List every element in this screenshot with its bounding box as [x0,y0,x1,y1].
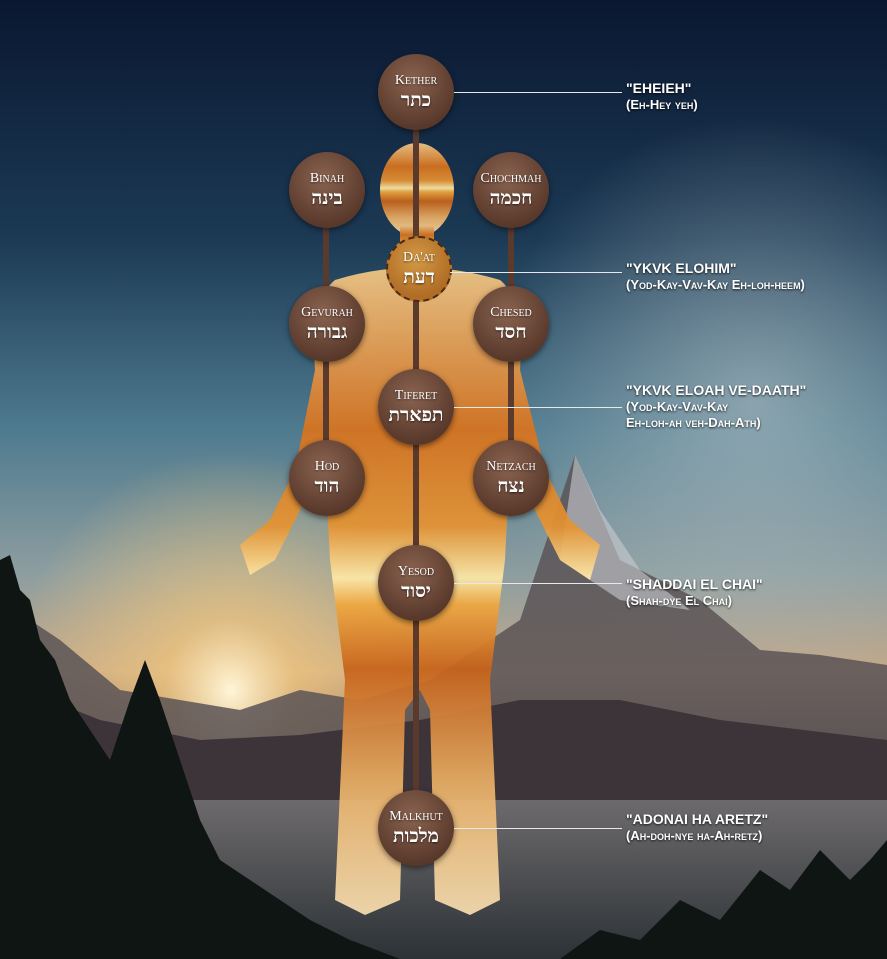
sefira-hod: Hod הוד [289,440,365,516]
pronunciation: (Yod-Kay-Vav-Kay Eh-loh-heem) [626,277,805,292]
divine-name: "ADONAI HA ARETZ" [626,811,769,827]
sefira-hebrew: חכמה [489,186,533,209]
sefira-name: Tiferet [394,387,438,403]
sefira-name: Gevurah [301,304,353,320]
sefira-daat: Da'at דעת [386,236,452,302]
sefira-name: Binah [309,170,345,186]
sefira-binah: Binah בינה [289,152,365,228]
sefira-netzach: Netzach נצח [473,440,549,516]
divine-name-label: "YKVK ELOAH VE-DAATH" (Yod-Kay-Vav-Kay E… [626,382,806,431]
divine-name: "SHADDAI EL CHAI" [626,576,763,592]
sefira-chochmah: Chochmah חכמה [473,152,549,228]
sefira-tiferet: Tiferet תפארת [378,369,454,445]
sefira-name: Malkhut [389,808,443,824]
sefira-name: Da'at [402,249,436,265]
sefira-name: Yesod [397,563,435,579]
divine-name: "YKVK ELOAH VE-DAATH" [626,382,807,398]
sefira-malkhut: Malkhut מלכות [378,790,454,866]
divine-name-label: "SHADDAI EL CHAI" (Shah-dye El Chai) [626,576,763,609]
sefira-hebrew: כתר [400,88,432,111]
divine-name-label: "ADONAI HA ARETZ" (Ah-doh-nye ha-Ah-retz… [626,811,768,844]
pronunciation: (Ah-doh-nye ha-Ah-retz) [626,828,763,843]
leader-line [454,583,622,584]
sefira-hebrew: דעת [403,265,435,288]
sefira-name: Chesed [490,304,532,320]
sefira-name: Kether [394,72,438,88]
sefira-hebrew: הוד [314,474,340,497]
pronunciation: (Eh-Hey yeh) [626,97,698,112]
sefira-hebrew: חסד [495,320,527,343]
sefira-hebrew: תפארת [388,403,444,426]
sefira-hebrew: נצח [497,474,525,497]
leader-line [454,92,622,93]
sefira-hebrew: בינה [311,186,343,209]
sefira-name: Chochmah [480,170,542,186]
divine-name-label: "EHEIEH" (Eh-Hey yeh) [626,80,698,113]
sefira-gevurah: Gevurah גבורה [289,286,365,362]
sefira-hebrew: מלכות [393,824,439,847]
pronunciation: (Shah-dye El Chai) [626,593,732,608]
pronunciation: (Yod-Kay-Vav-Kay Eh-loh-ah veh-Dah-Ath) [626,399,761,430]
divine-name: "EHEIEH" [626,80,692,96]
sefira-chesed: Chesed חסד [473,286,549,362]
divine-name: "YKVK ELOHIM" [626,260,737,276]
sefira-hebrew: גבורה [306,320,348,343]
sefira-kether: Kether כתר [378,54,454,130]
leader-line [454,407,622,408]
leader-line [454,828,622,829]
divine-name-label: "YKVK ELOHIM" (Yod-Kay-Vav-Kay Eh-loh-he… [626,260,805,293]
sefira-hebrew: יסוד [401,579,431,602]
sefira-name: Hod [314,458,340,474]
leader-line [450,272,622,273]
sefira-name: Netzach [486,458,536,474]
sefira-yesod: Yesod יסוד [378,545,454,621]
